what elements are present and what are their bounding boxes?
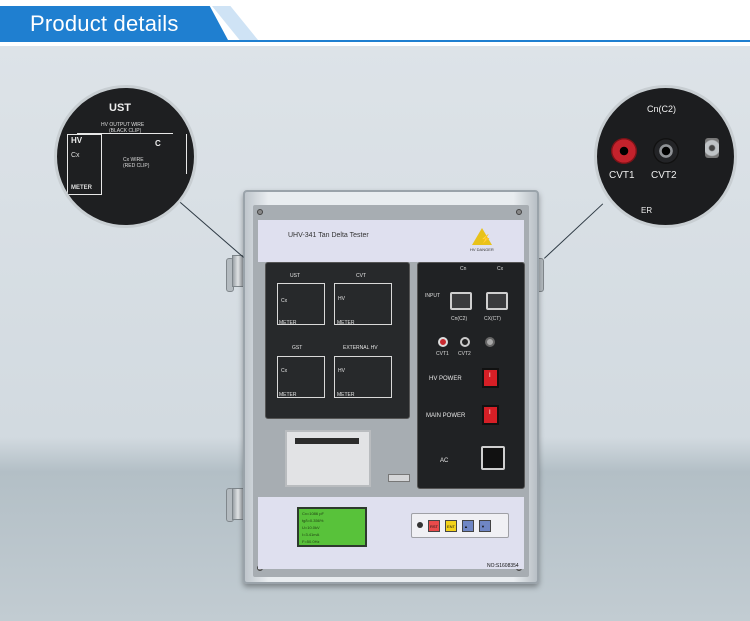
cvt2-terminal[interactable] bbox=[460, 337, 470, 347]
hv-power-switch[interactable]: I bbox=[482, 368, 499, 388]
wiring-diagram-panel bbox=[265, 262, 410, 419]
ac-inlet[interactable] bbox=[481, 446, 505, 470]
cvt2-label: CVT2 bbox=[458, 351, 471, 357]
model-label: UHV-341 Tan Delta Tester bbox=[288, 232, 369, 239]
cx-label: Cx bbox=[71, 152, 80, 159]
callout-partial-label: ER bbox=[641, 206, 653, 215]
black-clip-label: (BLACK CLIP) bbox=[109, 128, 142, 134]
diagram-label: METER bbox=[279, 320, 297, 326]
hv-output-wire-label: HV OUTPUT WIRE bbox=[101, 122, 145, 128]
diagram-wire bbox=[101, 134, 102, 194]
keypad: RST ENT ▲ ▼ bbox=[411, 513, 509, 538]
screw bbox=[516, 209, 522, 215]
printer-slot bbox=[295, 438, 359, 444]
diagram-external-hv bbox=[334, 356, 392, 398]
diagram-label: METER bbox=[337, 320, 355, 326]
callout-right-zoom: Cn(C2) CVT1 CVT2 ER bbox=[594, 85, 737, 228]
ac-label: AC bbox=[440, 458, 449, 464]
header: Product details bbox=[0, 0, 750, 44]
header-tab bbox=[0, 6, 228, 40]
top-label-cx: Cx bbox=[497, 266, 504, 272]
key-label: ▲ bbox=[464, 524, 468, 529]
diagram-label: HV bbox=[338, 296, 345, 302]
diagram-wire bbox=[67, 194, 102, 195]
main-power-label: MAIN POWER bbox=[426, 413, 466, 419]
callout-cvt2-label: CVT2 bbox=[651, 170, 677, 181]
indicator-led bbox=[417, 522, 423, 528]
red-clip-label: (RED CLIP) bbox=[123, 163, 150, 169]
lightning-icon: ⚡ bbox=[480, 234, 492, 244]
diagram-cvt bbox=[334, 283, 392, 325]
diagram-title: UST bbox=[290, 273, 300, 279]
diagram-label: METER bbox=[279, 392, 297, 398]
up-key[interactable]: ▲ bbox=[462, 520, 474, 532]
cx-connector[interactable] bbox=[486, 292, 508, 310]
lcd-line: I=3.41mA bbox=[302, 532, 320, 537]
meter-label: METER bbox=[71, 185, 92, 191]
cvt2-jack-icon bbox=[653, 138, 679, 164]
cvt1-label: CVT1 bbox=[436, 351, 449, 357]
screw bbox=[257, 209, 263, 215]
diagram-title: CVT bbox=[356, 273, 366, 279]
page-title: Product details bbox=[30, 11, 179, 36]
diagram-wire bbox=[186, 134, 187, 174]
input-label: INPUT bbox=[425, 293, 440, 299]
diagram-label: METER bbox=[337, 392, 355, 398]
diagram-gst bbox=[277, 356, 325, 398]
hv-power-label: HV POWER bbox=[429, 376, 462, 382]
diagram-label: Cx bbox=[281, 368, 288, 374]
main-power-switch[interactable]: I bbox=[482, 405, 499, 425]
serial-label: NO:S1608354 bbox=[487, 563, 519, 569]
cn-connector[interactable] bbox=[450, 292, 472, 310]
lcd-display: Cx=1086 pF tgδ=0.356% U=10.0kV I=3.41mA … bbox=[297, 507, 367, 547]
lcd-line: U=10.0kV bbox=[302, 525, 320, 530]
key-label: ENT bbox=[447, 524, 455, 529]
usb-port[interactable] bbox=[388, 474, 410, 482]
diagram-label: Cx bbox=[281, 298, 288, 304]
cn-connector-caption: Cn(C2) bbox=[451, 316, 468, 322]
diagram-title: GST bbox=[292, 345, 303, 351]
callout-cn-caption: Cn(C2) bbox=[647, 104, 677, 114]
lcd-line: tgδ=0.356% bbox=[302, 518, 324, 523]
ground-terminal[interactable] bbox=[485, 337, 495, 347]
callout-left-zoom: UST HV OUTPUT WIRE (BLACK CLIP) HV Cx C … bbox=[54, 85, 197, 228]
cx-wire-label: Cx WIRE bbox=[123, 157, 144, 163]
c-label: C bbox=[155, 139, 161, 148]
header-divider bbox=[0, 40, 750, 42]
cvt1-jack-icon bbox=[611, 138, 637, 164]
ground-jack-icon bbox=[705, 138, 719, 158]
diagram-wire bbox=[67, 134, 101, 135]
reset-key[interactable]: RST bbox=[428, 520, 440, 532]
hv-warning-label: HV DANGER bbox=[470, 247, 494, 252]
down-key[interactable]: ▼ bbox=[479, 520, 491, 532]
key-label: ▼ bbox=[481, 524, 485, 529]
diagram-label: HV bbox=[338, 368, 345, 374]
hv-warning-icon bbox=[472, 228, 492, 245]
cvt1-terminal[interactable] bbox=[438, 337, 448, 347]
cx-connector-caption: CX(CT) bbox=[484, 316, 501, 322]
lcd-line: Cx=1086 pF bbox=[302, 511, 324, 516]
key-label: RST bbox=[430, 524, 438, 529]
enter-key[interactable]: ENT bbox=[445, 520, 457, 532]
hv-label: HV bbox=[71, 136, 83, 145]
diagram-wire bbox=[67, 134, 68, 194]
callout-cvt1-label: CVT1 bbox=[609, 170, 635, 181]
diagram-wire bbox=[77, 133, 173, 134]
top-label-cn: Cn bbox=[460, 266, 467, 272]
diagram-ust bbox=[277, 283, 325, 325]
lcd-line: F=50.0Hz bbox=[302, 539, 320, 544]
callout-ust-title: UST bbox=[109, 102, 131, 114]
diagram-title: EXTERNAL HV bbox=[343, 345, 378, 351]
